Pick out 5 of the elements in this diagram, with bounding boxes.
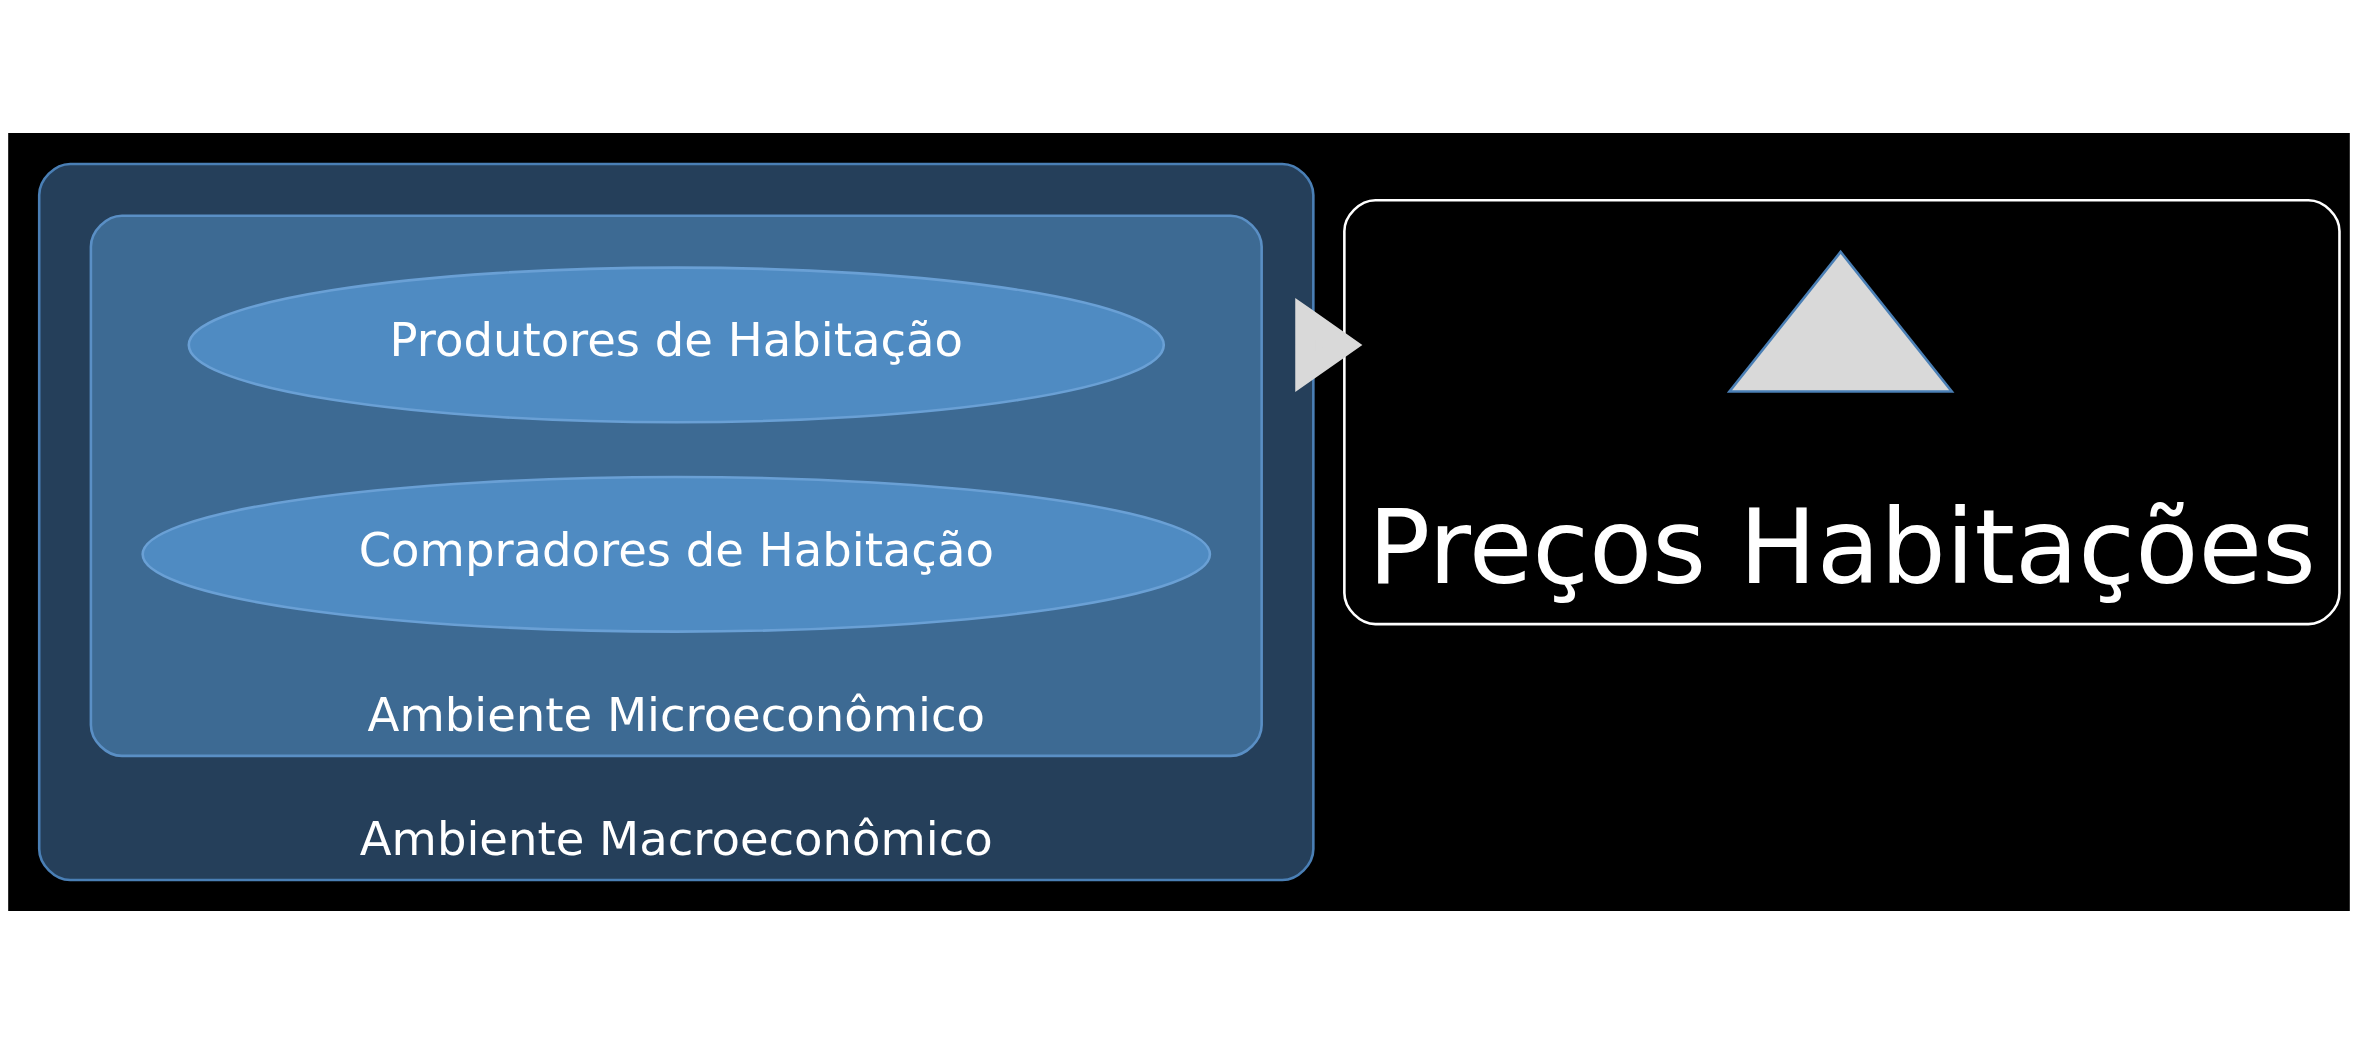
cluster: Preços Habitações: [1343, 198, 2341, 626]
node-triangle: [1726, 249, 1955, 393]
node-ellipse: Produtores de Habitação: [187, 266, 1166, 424]
node-ellipse: Compradores de Habitação: [141, 475, 1212, 633]
arrow: [1295, 297, 1363, 392]
